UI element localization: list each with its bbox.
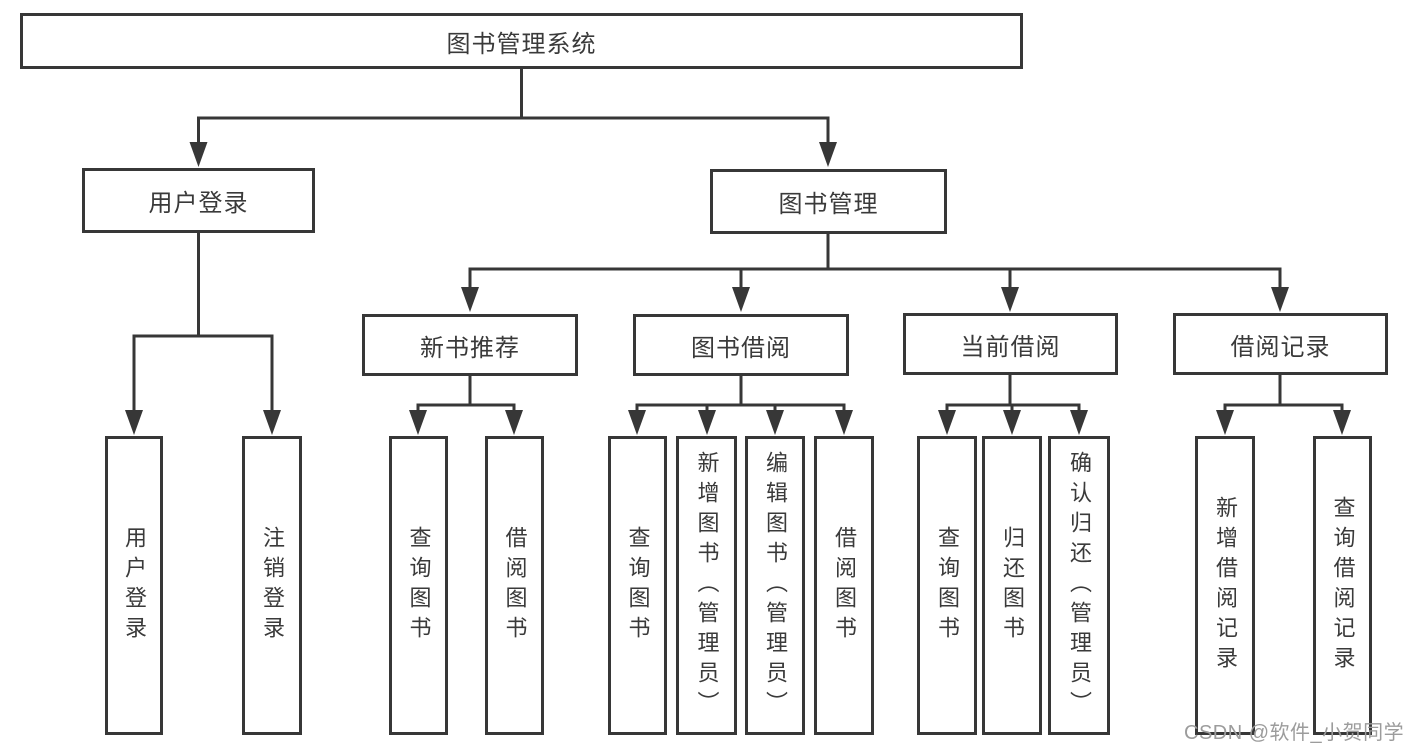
node-user-login: 用户登录 (82, 168, 315, 233)
leaf-add-books-admin-label: 新增图书（管理员） (694, 450, 720, 721)
leaf-query-books-3: 查询图书 (917, 436, 977, 735)
leaf-return-books-label: 归还图书 (1000, 525, 1025, 646)
node-root-system: 图书管理系统 (20, 13, 1023, 69)
leaf-user-login: 用户登录 (105, 436, 163, 735)
leaf-logout: 注销登录 (242, 436, 302, 735)
node-borrowing-records-label: 借阅记录 (1230, 333, 1331, 361)
leaf-borrow-books-2: 借阅图书 (814, 436, 874, 735)
leaf-query-books-2-label: 查询图书 (625, 525, 651, 646)
leaf-confirm-return-admin: 确认归还（管理员） (1048, 436, 1110, 735)
leaf-add-borrow-record-label: 新增借阅记录 (1213, 495, 1238, 676)
leaf-query-borrow-record-label: 查询借阅记录 (1330, 495, 1356, 676)
leaf-borrow-books-1-label: 借阅图书 (502, 525, 528, 646)
csdn-watermark: CSDN @软件_小贺同学 (1184, 722, 1405, 744)
leaf-borrow-books-2-label: 借阅图书 (832, 525, 857, 646)
node-book-management: 图书管理 (710, 169, 947, 234)
leaf-return-books: 归还图书 (982, 436, 1042, 735)
leaf-query-borrow-record: 查询借阅记录 (1313, 436, 1372, 735)
node-user-login-label: 用户登录 (148, 190, 249, 217)
node-new-book-recommend-label: 新书推荐 (420, 334, 520, 362)
leaf-query-books-2: 查询图书 (608, 436, 667, 735)
leaf-add-books-admin: 新增图书（管理员） (676, 436, 737, 735)
node-borrowing-records: 借阅记录 (1173, 313, 1388, 375)
leaf-edit-books-admin-label: 编辑图书（管理员） (763, 450, 788, 721)
leaf-query-books-1: 查询图书 (389, 436, 448, 735)
leaf-confirm-return-admin-label: 确认归还（管理员） (1067, 450, 1092, 721)
leaf-logout-label: 注销登录 (260, 525, 285, 646)
leaf-edit-books-admin: 编辑图书（管理员） (745, 436, 805, 735)
node-book-borrowing: 图书借阅 (633, 314, 849, 376)
leaf-user-login-label: 用户登录 (122, 525, 147, 646)
node-current-borrowing-label: 当前借阅 (960, 333, 1061, 361)
leaf-borrow-books-1: 借阅图书 (485, 436, 544, 735)
leaf-add-borrow-record: 新增借阅记录 (1195, 436, 1255, 735)
node-current-borrowing: 当前借阅 (903, 313, 1118, 375)
leaf-query-books-3-label: 查询图书 (935, 525, 960, 646)
node-new-book-recommend: 新书推荐 (362, 314, 578, 376)
node-book-management-label: 图书管理 (778, 191, 879, 218)
node-book-borrowing-label: 图书借阅 (691, 334, 791, 362)
leaf-query-books-1-label: 查询图书 (406, 525, 432, 646)
node-root-system-label: 图书管理系统 (446, 30, 597, 58)
